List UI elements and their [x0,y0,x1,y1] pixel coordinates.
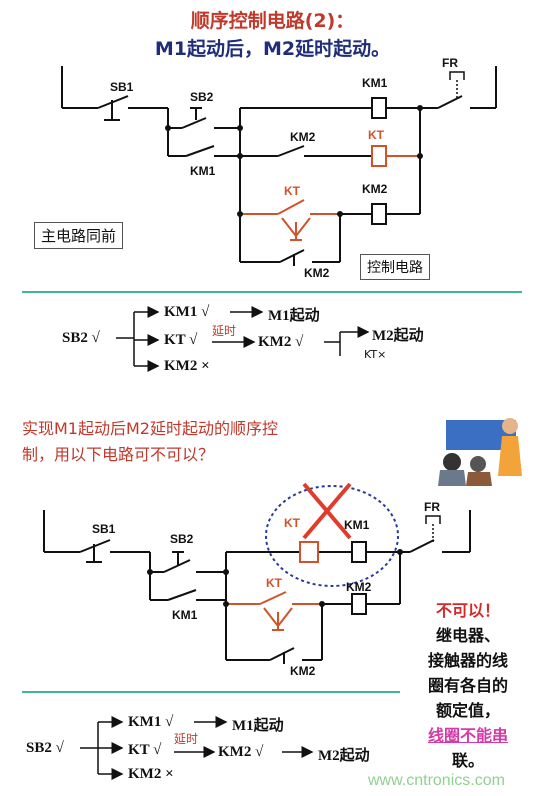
label-sb2: SB2 [190,90,214,104]
teacher-illustration [438,418,522,486]
main-circuit-box: 主电路同前 [34,222,124,249]
note-line-2: 继电器、 [435,626,500,645]
circuit-1 [61,66,497,266]
seq2-m1: M1起动 [232,718,284,734]
note-line-6: 线圈不能串 [427,726,508,745]
note-line-1: 不可以！ [435,601,500,620]
seq1-kt-off: KT× [364,348,387,361]
c2-label-km1-contact: KM1 [172,608,198,622]
note-line-7: 联。 [451,751,484,770]
seq1-km2-x: KM2 × [164,358,210,374]
seq2-kt: KT √ [128,742,162,758]
highlight-ellipse [265,485,399,587]
c2-label-km1-coil: KM1 [344,518,370,532]
label-km2-contact: KM2 [290,130,316,144]
title-line-1: 顺序控制电路(2)： [190,10,355,32]
red-cross-icon [302,482,352,540]
seq1-m1: M1起动 [268,308,320,324]
label-fr: FR [442,56,458,70]
c2-label-fr: FR [424,500,440,514]
seq2-m2: M2起动 [318,748,370,764]
label-kt-coil: KT [368,128,384,142]
seq1-km2: KM2 √ [258,334,304,350]
c2-label-kt-coil: KT [284,516,300,530]
label-km1-coil: KM1 [362,76,388,90]
seq1-delay: 延时 [212,324,237,338]
title-line-2: M1起动后，M2延时起动。 [154,38,391,60]
control-circuit-box: 控制电路 [360,254,430,280]
seq2-km1: KM1 √ [128,714,174,730]
watermark: www.cntronics.com [368,772,505,789]
note-line-3: 接触器的线 [427,651,508,670]
c2-label-km2-bottom: KM2 [290,664,316,678]
note-line-4: 圈有各自的 [427,676,508,695]
seq1-km1: KM1 √ [164,304,210,320]
seq2-km2-x: KM2 × [128,766,174,782]
seq1-m2: M2起动 [372,328,424,344]
seq2-km2: KM2 √ [218,744,264,760]
c2-label-km2-coil: KM2 [346,580,372,594]
label-km2-bottom: KM2 [304,266,330,280]
c2-label-sb2: SB2 [170,532,194,546]
seq2-delay: 延时 [174,732,199,746]
question-line-1: 实现M1起动后M2延时起动的顺序控 [22,419,278,438]
seq1-kt: KT √ [164,332,198,348]
label-km2-coil: KM2 [362,182,388,196]
note-line-5: 额定值， [435,701,500,720]
c2-label-sb1: SB1 [92,522,116,536]
label-km1-contact: KM1 [190,164,216,178]
label-sb1: SB1 [110,80,134,94]
question-line-2: 制，用以下电路可不可以？ [22,445,215,464]
c2-label-kt-contact: KT [266,576,282,590]
seq1-start: SB2 √ [62,330,100,346]
label-kt-contact: KT [284,184,300,198]
seq2-start: SB2 √ [26,740,64,756]
note-block: 不可以！ 继电器、 接触器的线 圈有各自的 额定值， 线圈不能串 联。 [408,598,528,773]
